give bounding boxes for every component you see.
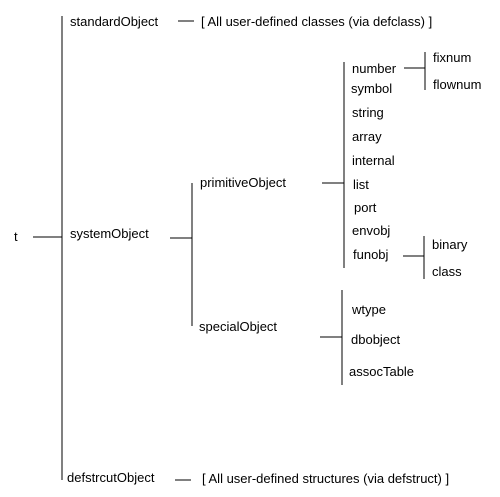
- node-assoc-table: assocTable: [349, 364, 414, 379]
- node-binary: binary: [432, 237, 468, 252]
- node-funobj: funobj: [353, 247, 389, 262]
- node-class: class: [432, 264, 462, 279]
- node-defstruct-object: defstrcutObject: [67, 470, 155, 485]
- node-number: number: [352, 61, 397, 76]
- standard-object-note: [ All user-defined classes (via defclass…: [201, 14, 432, 29]
- node-string: string: [352, 105, 384, 120]
- node-t: t: [14, 229, 18, 244]
- node-envobj: envobj: [352, 223, 390, 238]
- node-port: port: [354, 200, 377, 215]
- node-internal: internal: [352, 153, 395, 168]
- node-list: list: [353, 177, 369, 192]
- node-flownum: flownum: [433, 77, 481, 92]
- node-fixnum: fixnum: [433, 50, 471, 65]
- node-dbobject: dbobject: [351, 332, 401, 347]
- node-primitive-object: primitiveObject: [200, 175, 286, 190]
- node-system-object: systemObject: [70, 226, 149, 241]
- node-array: array: [352, 129, 382, 144]
- node-standard-object: standardObject: [70, 14, 159, 29]
- node-wtype: wtype: [351, 302, 386, 317]
- node-special-object: specialObject: [199, 319, 277, 334]
- defstruct-object-note: [ All user-defined structures (via defst…: [202, 471, 449, 486]
- node-symbol: symbol: [351, 81, 392, 96]
